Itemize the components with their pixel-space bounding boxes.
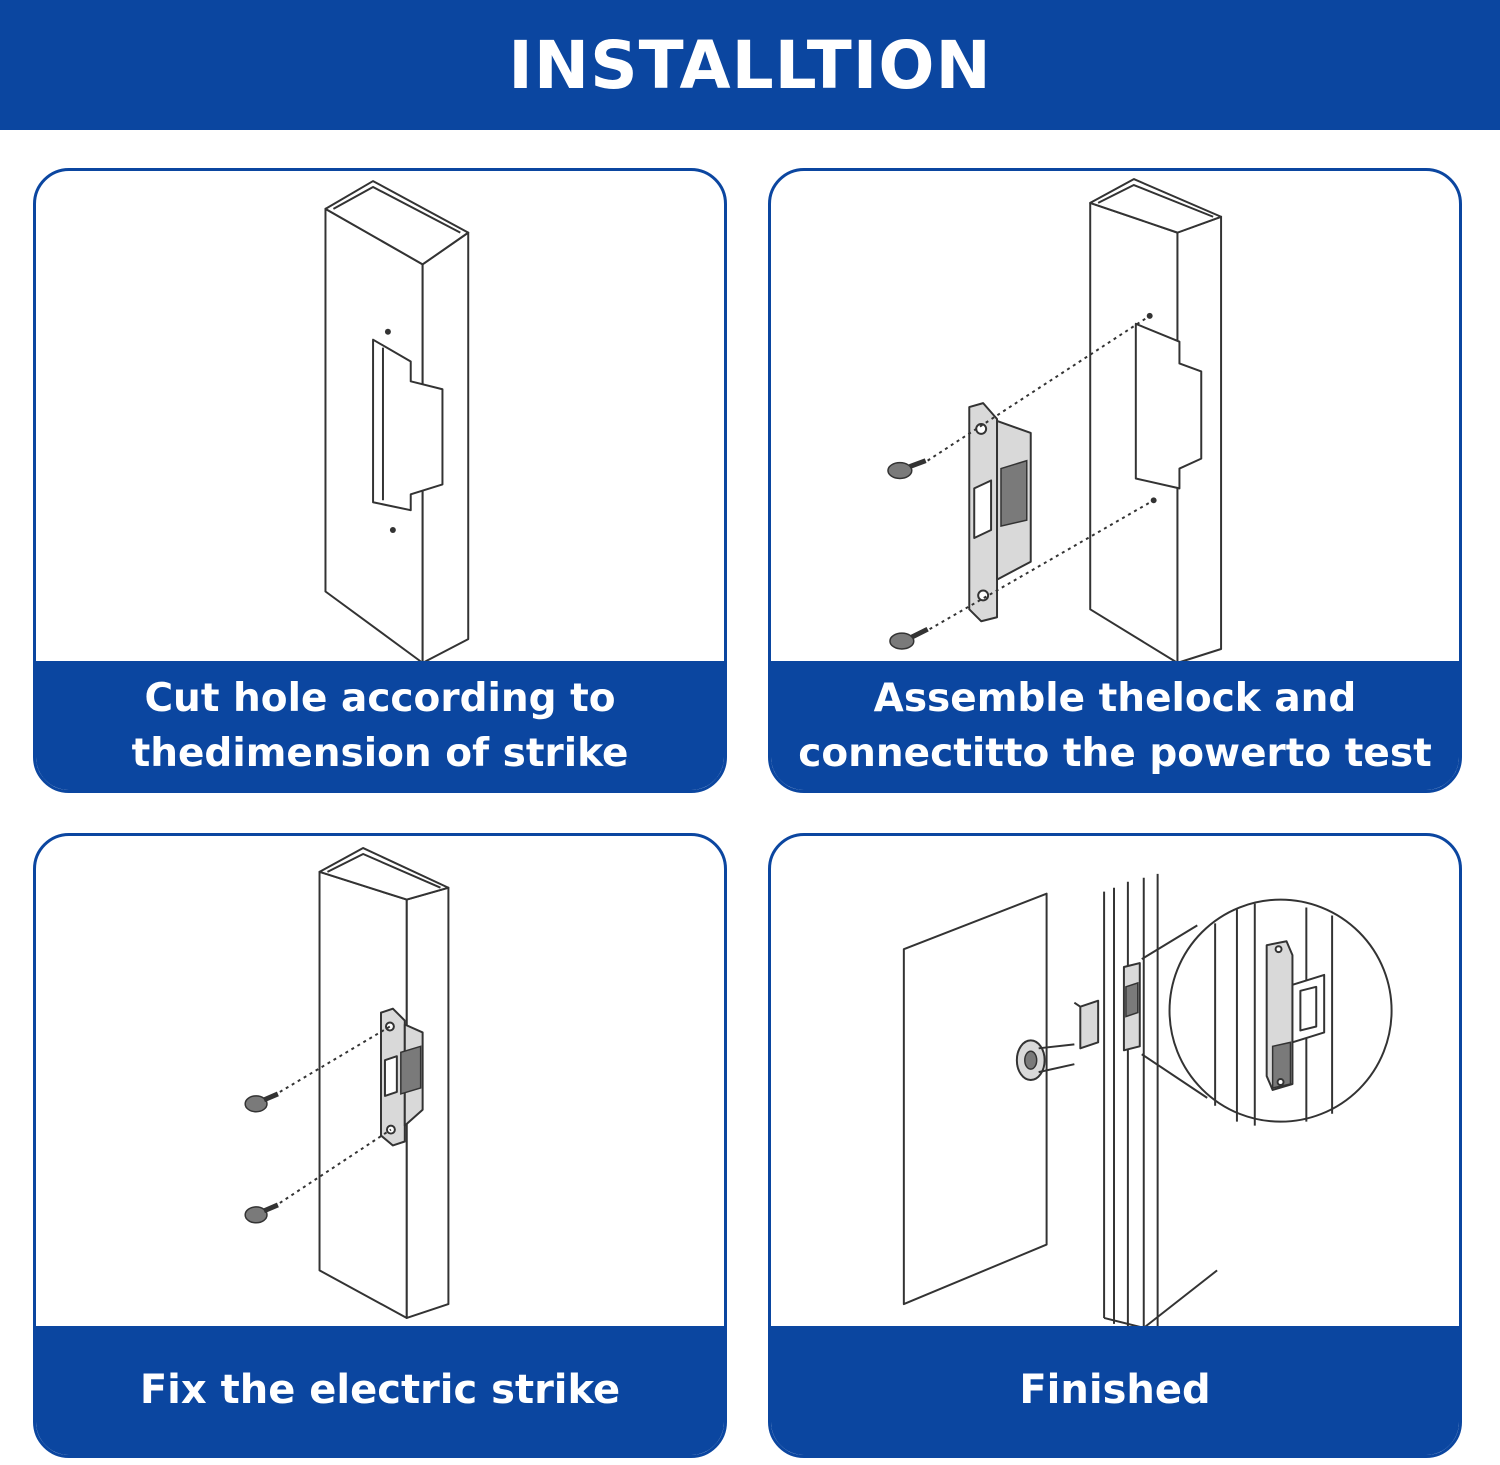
- screw-icon: [244, 1091, 279, 1113]
- caption-line-1: Fix the electric strike: [139, 1367, 621, 1413]
- caption-line-1: Cut hole according to: [144, 675, 616, 721]
- step-card-assemble-lock: Assemble thelock and connectitto the pow…: [768, 168, 1462, 793]
- screw-icon: [244, 1202, 279, 1224]
- door-frame-cutout-icon: [36, 171, 724, 667]
- step-caption: Assemble thelock and connectitto the pow…: [771, 661, 1459, 790]
- step-caption: Cut hole according to thedimension of st…: [36, 661, 724, 790]
- page-title: INSTALLTION: [508, 26, 992, 104]
- step-card-cut-hole: Cut hole according to thedimension of st…: [33, 168, 727, 793]
- finished-door-icon: [771, 836, 1459, 1332]
- step-caption: Finished: [771, 1326, 1459, 1455]
- caption-line-2: thedimension of strike: [131, 730, 629, 776]
- caption-line-2: connectitto the powerto test: [798, 730, 1432, 776]
- strike-assembly-icon: [771, 171, 1459, 667]
- step-card-finished: Finished: [768, 833, 1462, 1458]
- step-caption: Fix the electric strike: [36, 1326, 724, 1455]
- screw-icon: [889, 626, 929, 650]
- screw-icon: [887, 458, 927, 480]
- page-header: INSTALLTION: [0, 0, 1500, 130]
- strike-fixing-icon: [36, 836, 724, 1332]
- caption-line-1: Assemble thelock and: [873, 675, 1357, 721]
- caption-line-1: Finished: [1019, 1367, 1211, 1413]
- step-card-fix-strike: Fix the electric strike: [33, 833, 727, 1458]
